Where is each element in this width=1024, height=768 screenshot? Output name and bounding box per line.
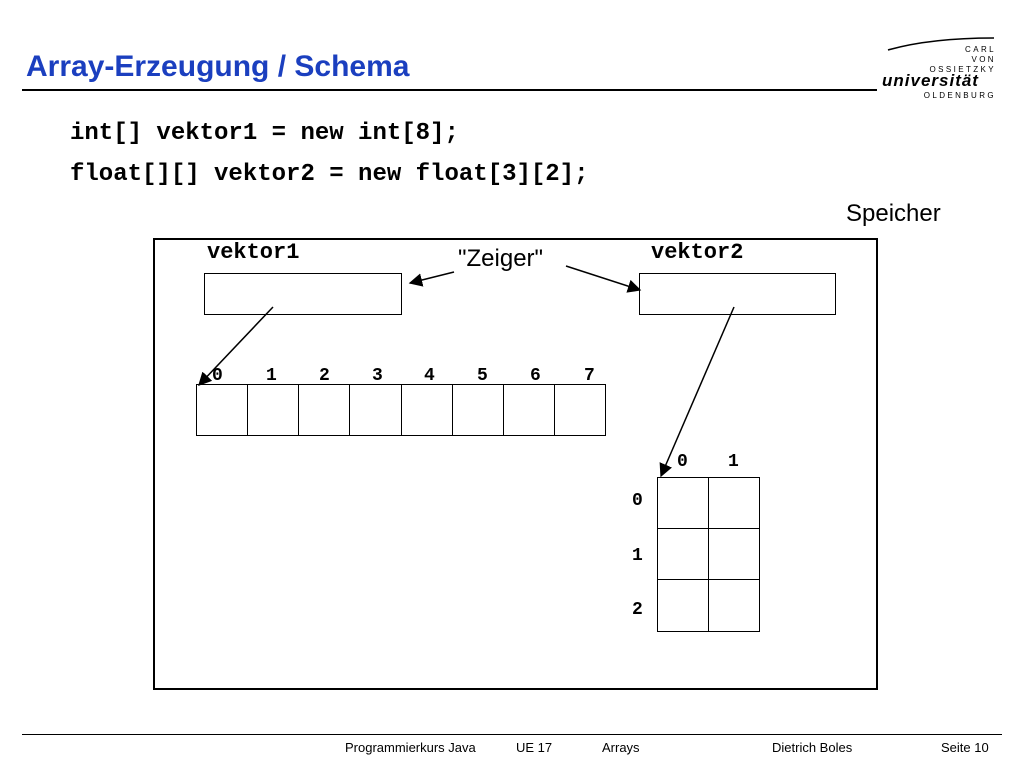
array2-row-index: 2	[632, 600, 643, 620]
logo-line-oldenburg: OLDENBURG	[924, 91, 996, 100]
vektor2-label: vektor2	[651, 240, 744, 265]
logo-line-von: VON	[971, 55, 996, 64]
array1-index: 1	[266, 366, 277, 386]
footer-page-number: Seite 10	[941, 740, 989, 755]
vektor1-reference-box	[204, 273, 402, 315]
array2-col-index: 1	[728, 452, 739, 472]
array2-cell	[658, 580, 709, 631]
code-line-1: int[] vektor1 = new int[8];	[70, 120, 459, 147]
array1-index: 0	[212, 366, 223, 386]
logo-line-carl: CARL	[965, 45, 996, 54]
array1-cell	[299, 385, 351, 435]
array2-cells	[657, 477, 760, 632]
array2-cell	[709, 580, 760, 631]
array1-index: 4	[424, 366, 435, 386]
logo-line-universitaet: universität	[882, 71, 979, 90]
array1-index: 5	[477, 366, 488, 386]
logo-line-ossietzky: OSSIETZKY	[930, 65, 997, 74]
array1-cell	[248, 385, 300, 435]
array1-cell	[453, 385, 504, 435]
array1-index: 3	[372, 366, 383, 386]
slide-title: Array-Erzeugung / Schema	[26, 50, 410, 83]
vektor2-reference-box	[639, 273, 836, 315]
array1-cell	[197, 385, 249, 435]
array2-row-index: 0	[632, 491, 643, 511]
array2-cell	[658, 529, 709, 580]
footer-topic: Arrays	[602, 740, 640, 755]
footer-course: Programmierkurs Java	[345, 740, 476, 755]
footer-divider	[22, 734, 1002, 735]
array1-cells	[196, 384, 606, 436]
vektor1-label: vektor1	[207, 240, 300, 265]
footer-unit: UE 17	[516, 740, 553, 755]
array1-index: 7	[584, 366, 595, 386]
pointer-label: "Zeiger"	[458, 245, 544, 272]
array1-index: 6	[530, 366, 541, 386]
array1-cell	[350, 385, 402, 435]
array1-index: 2	[319, 366, 330, 386]
memory-label: Speicher	[846, 200, 941, 227]
university-logo: CARL VON OSSIETZKY universität OLDENBURG	[882, 37, 997, 100]
array2-row-index: 1	[632, 546, 643, 566]
array1-cell	[402, 385, 453, 435]
memory-box	[153, 238, 878, 690]
code-line-2: float[][] vektor2 = new float[3][2];	[70, 161, 589, 188]
array2-cell	[658, 478, 709, 529]
array1-cell	[504, 385, 555, 435]
title-divider	[22, 89, 877, 91]
array2-cell	[708, 529, 759, 580]
array2-col-index: 0	[677, 452, 688, 472]
footer-author: Dietrich Boles	[772, 740, 853, 755]
array2-cell	[708, 478, 759, 529]
array1-cell	[555, 385, 605, 435]
